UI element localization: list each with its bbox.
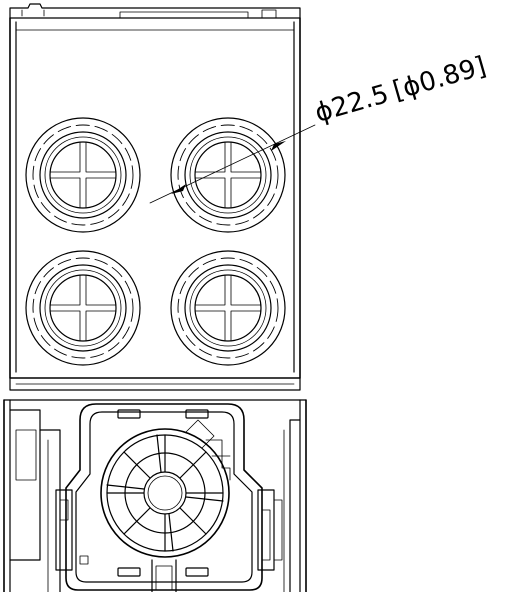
- upper-housing: [9, 17, 301, 391]
- knockout-top-right: [170, 117, 286, 233]
- fan-cover: [65, 403, 263, 592]
- knockout-top-left: [25, 117, 141, 233]
- dimension-arrow-left: [171, 184, 186, 194]
- cooling-fan-icon: [100, 419, 231, 558]
- imperial-value: 0.89: [416, 54, 480, 99]
- dimension-callout: ϕ22.5[ϕ0.89]: [149, 51, 490, 204]
- dimension-arrow-right: [271, 141, 286, 151]
- svg-text:ϕ22.5[ϕ0.89]: ϕ22.5[ϕ0.89]: [312, 51, 490, 128]
- dimension-label: ϕ22.5[ϕ0.89]: [312, 51, 490, 128]
- dimension-leader-line: [149, 124, 316, 204]
- top-cover: [9, 3, 301, 19]
- knockout-hole-icon: [25, 117, 141, 233]
- knockout-hole-icon: [25, 250, 141, 366]
- knockout-bottom-right: [170, 250, 286, 366]
- knockout-bottom-left: [25, 250, 141, 366]
- knockout-hole-icon: [170, 117, 286, 233]
- metric-value: 22.5: [328, 79, 392, 124]
- lower-housing: [3, 399, 307, 592]
- knockout-hole-icon: [170, 250, 286, 366]
